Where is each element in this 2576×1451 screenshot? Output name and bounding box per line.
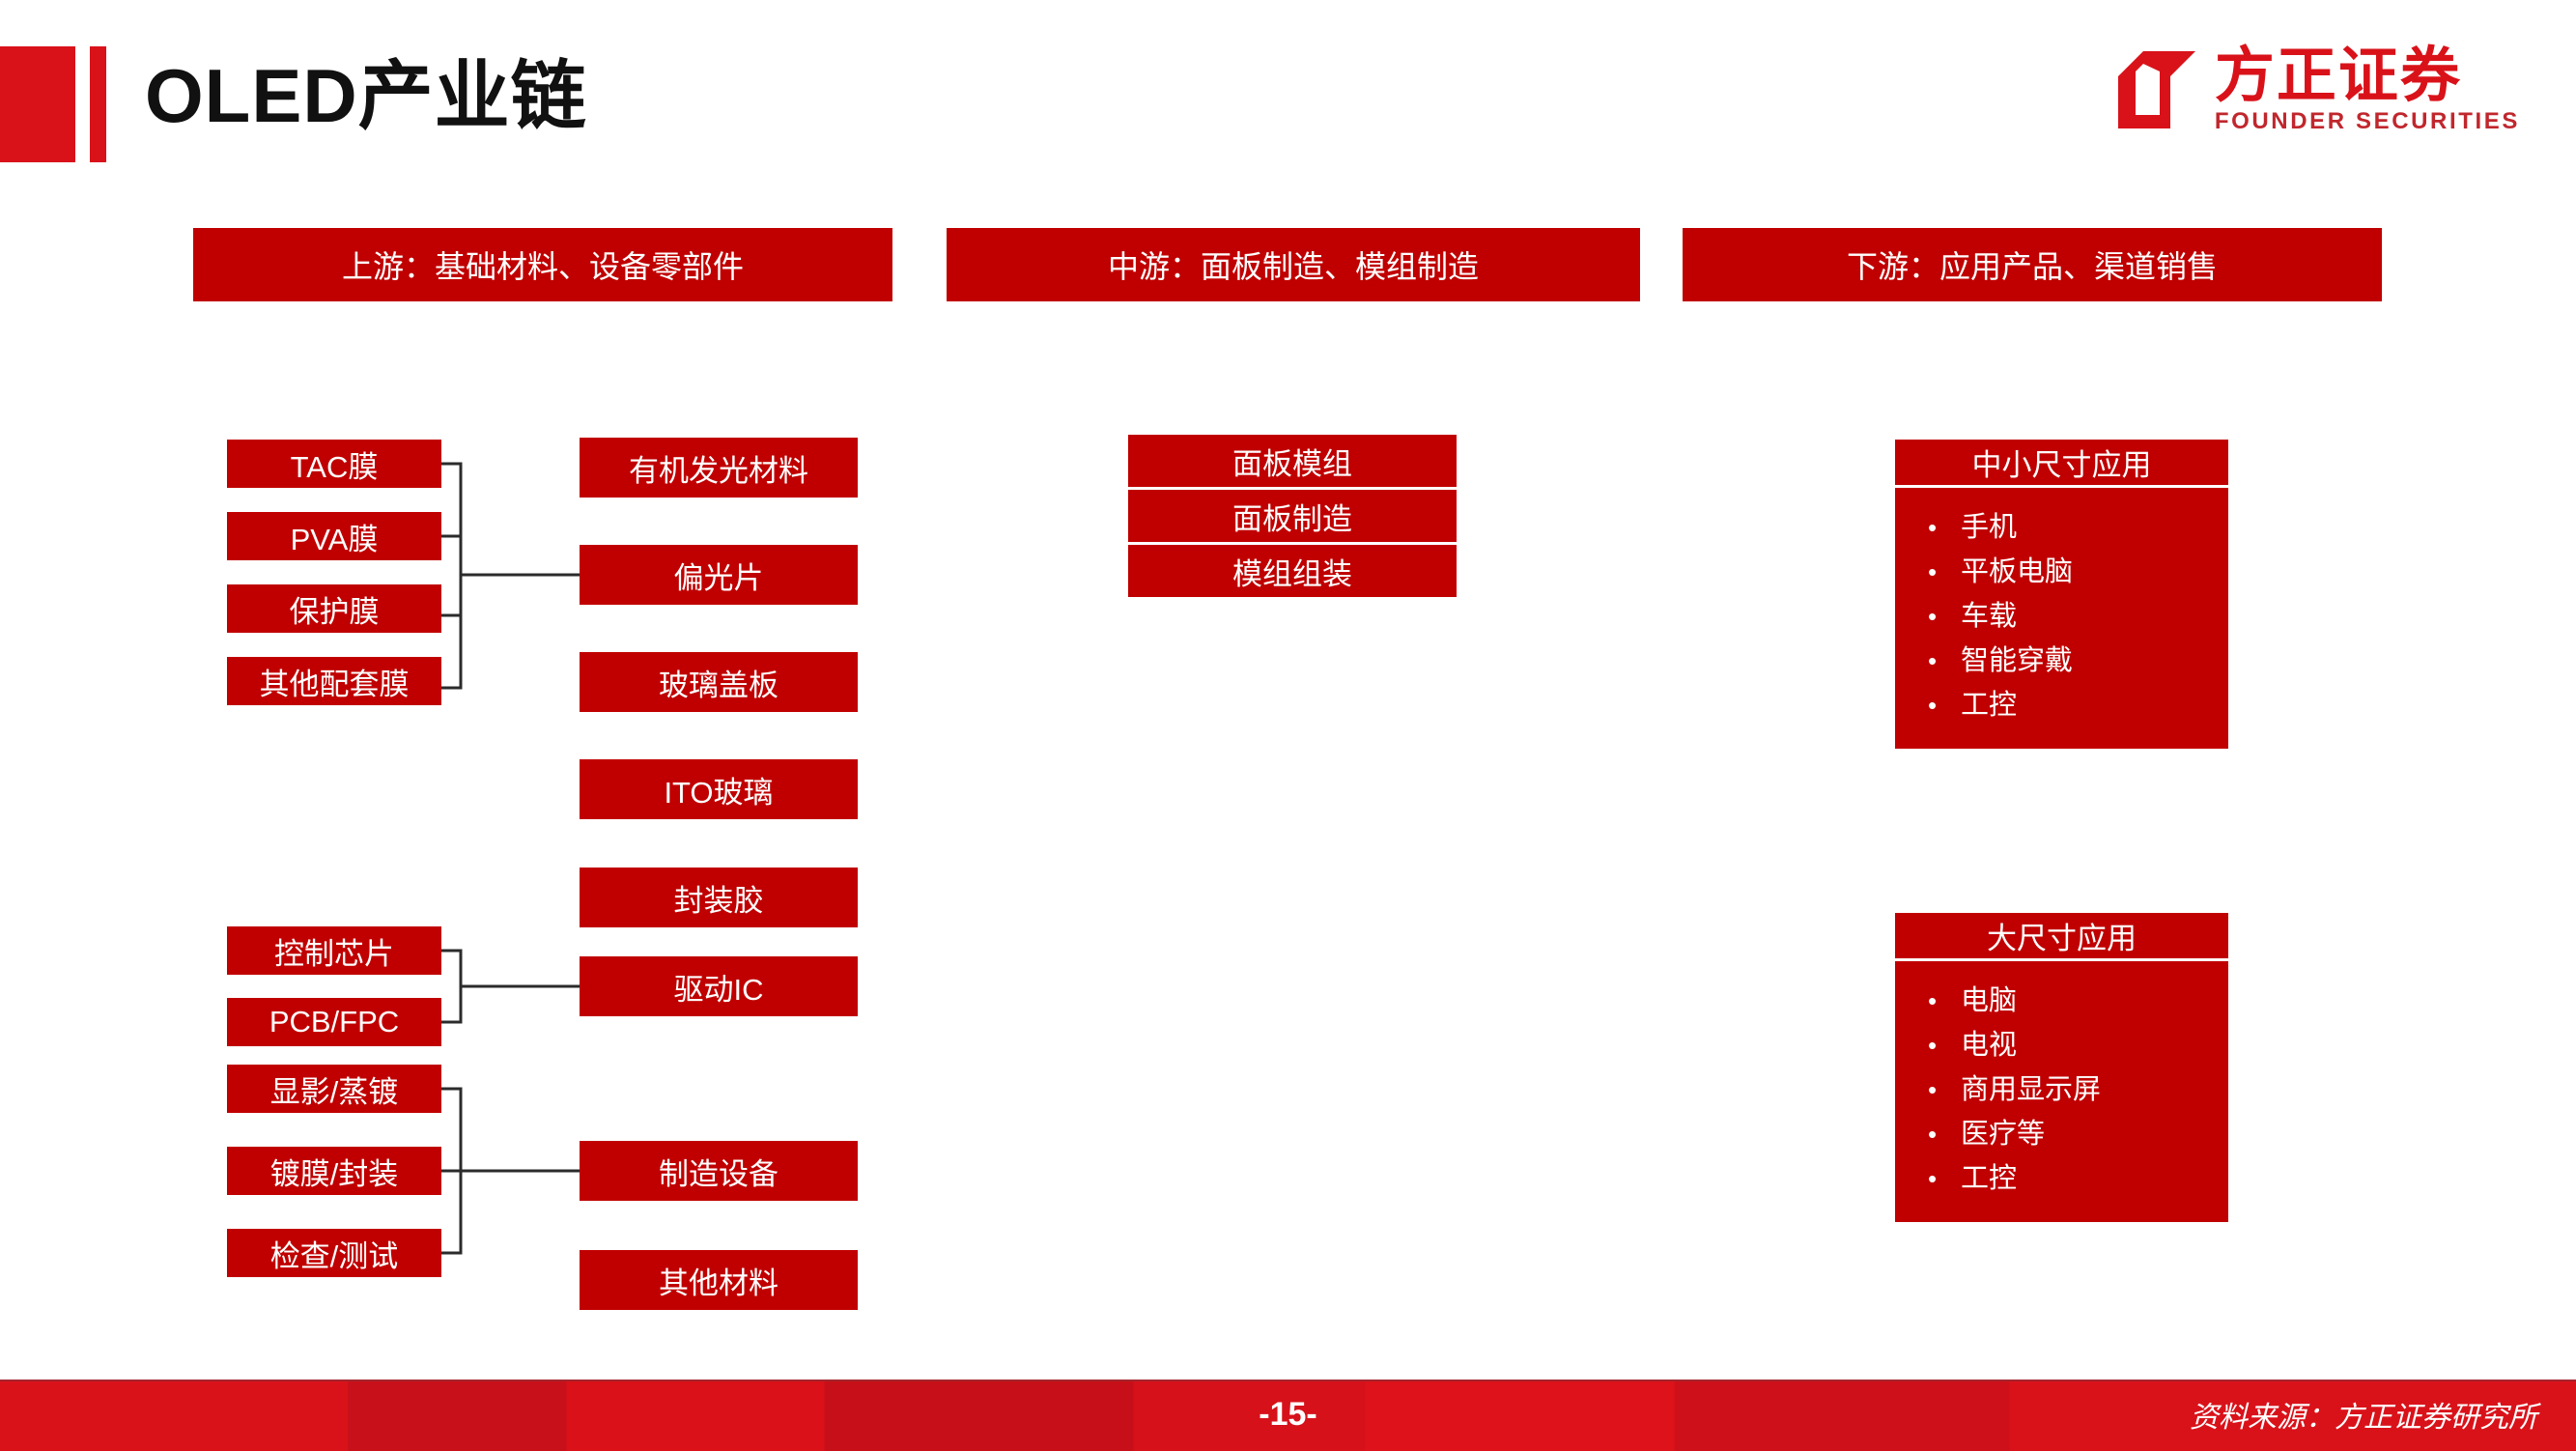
- node-tac-film[interactable]: TAC膜: [227, 440, 441, 488]
- node-protective-film[interactable]: 保护膜: [227, 584, 441, 633]
- page-number: -15-: [1259, 1395, 1317, 1433]
- node-coating-encapsulation[interactable]: 镀膜/封装: [227, 1147, 441, 1195]
- app-panel-body-small-medium: • 手机 • 平板电脑 • 车载 • 智能穿戴 • 工控: [1895, 488, 2228, 749]
- stage-header-downstream: 下游：应用产品、渠道销售: [1683, 228, 2382, 301]
- node-driver-ic[interactable]: 驱动IC: [580, 956, 858, 1016]
- list-item-label: 电视: [1961, 1030, 2018, 1061]
- node-polarizer[interactable]: 偏光片: [580, 545, 858, 605]
- app-panel-small-medium: 中小尺寸应用 • 手机 • 平板电脑 • 车载 • 智能穿戴 • 工控: [1895, 440, 2228, 749]
- footer-band: [0, 1380, 2576, 1451]
- source-note: 资料来源：方正证券研究所: [2190, 1402, 2537, 1434]
- logo-name-cn: 方正证券: [2214, 43, 2462, 109]
- company-logo: 方正证券 FOUNDER SECURITIES: [2114, 37, 2520, 143]
- node-inspection-test[interactable]: 检查/测试: [227, 1229, 441, 1277]
- bullet-icon: •: [1928, 1164, 1938, 1193]
- bullet-icon: •: [1928, 1031, 1938, 1060]
- node-cover-glass[interactable]: 玻璃盖板: [580, 652, 858, 712]
- node-other-materials[interactable]: 其他材料: [580, 1250, 858, 1310]
- list-item: • 电视: [1895, 1023, 2228, 1067]
- page-title: OLED产业链: [145, 53, 587, 138]
- bullet-icon: •: [1928, 986, 1938, 1015]
- list-item: • 平板电脑: [1895, 550, 2228, 594]
- bullet-icon: •: [1928, 1075, 1938, 1104]
- title-accent-bar-wide: [0, 46, 75, 162]
- node-pcb-fpc[interactable]: PCB/FPC: [227, 998, 441, 1046]
- list-item: • 工控: [1895, 1156, 2228, 1201]
- stage-header-upstream: 上游：基础材料、设备零部件: [193, 228, 892, 301]
- logo-name-en: FOUNDER SECURITIES: [2214, 108, 2520, 134]
- node-module-assembly[interactable]: 模组组装: [1128, 545, 1457, 597]
- bullet-icon: •: [1928, 557, 1938, 586]
- list-item: • 车载: [1895, 594, 2228, 639]
- list-item-label: 智能穿戴: [1961, 645, 2074, 676]
- app-panel-header-small-medium: 中小尺寸应用: [1895, 440, 2228, 488]
- app-panel-body-large: • 电脑 • 电视 • 商用显示屏 • 医疗等 • 工控: [1895, 961, 2228, 1222]
- app-panel-large: 大尺寸应用 • 电脑 • 电视 • 商用显示屏 • 医疗等 • 工控: [1895, 913, 2228, 1222]
- bullet-icon: •: [1928, 646, 1938, 675]
- title-accent-bar-thin: [90, 46, 106, 162]
- node-control-chip[interactable]: 控制芯片: [227, 926, 441, 975]
- node-manufacturing-equipment[interactable]: 制造设备: [580, 1141, 858, 1201]
- list-item-label: 工控: [1961, 690, 2018, 721]
- node-encapsulation-adhesive[interactable]: 封装胶: [580, 868, 858, 927]
- list-item: • 工控: [1895, 683, 2228, 727]
- list-item: • 手机: [1895, 505, 2228, 550]
- node-develop-evaporation[interactable]: 显影/蒸镀: [227, 1065, 441, 1113]
- list-item-label: 平板电脑: [1961, 556, 2074, 587]
- node-panel-module[interactable]: 面板模组: [1128, 435, 1457, 487]
- list-item-label: 医疗等: [1961, 1119, 2046, 1150]
- bullet-icon: •: [1928, 513, 1938, 542]
- app-panel-header-large: 大尺寸应用: [1895, 913, 2228, 961]
- list-item: • 医疗等: [1895, 1112, 2228, 1156]
- node-organic-light-emitting-material[interactable]: 有机发光材料: [580, 438, 858, 498]
- stage-header-midstream: 中游：面板制造、模组制造: [947, 228, 1640, 301]
- list-item-label: 车载: [1961, 601, 2018, 632]
- node-pva-film[interactable]: PVA膜: [227, 512, 441, 560]
- list-item-label: 工控: [1961, 1163, 2018, 1194]
- node-panel-manufacturing[interactable]: 面板制造: [1128, 490, 1457, 542]
- list-item-label: 商用显示屏: [1961, 1074, 2102, 1105]
- list-item: • 智能穿戴: [1895, 639, 2228, 683]
- list-item: • 电脑: [1895, 979, 2228, 1023]
- list-item: • 商用显示屏: [1895, 1067, 2228, 1112]
- node-ito-glass[interactable]: ITO玻璃: [580, 759, 858, 819]
- list-item-label: 手机: [1961, 512, 2018, 543]
- logo-text: 方正证券 FOUNDER SECURITIES: [2215, 44, 2520, 135]
- list-item-label: 电脑: [1961, 985, 2018, 1016]
- node-other-films[interactable]: 其他配套膜: [227, 657, 441, 705]
- bullet-icon: •: [1928, 602, 1938, 631]
- bullet-icon: •: [1928, 1120, 1938, 1149]
- bullet-icon: •: [1928, 691, 1938, 720]
- founder-securities-mark-icon: [2114, 47, 2199, 132]
